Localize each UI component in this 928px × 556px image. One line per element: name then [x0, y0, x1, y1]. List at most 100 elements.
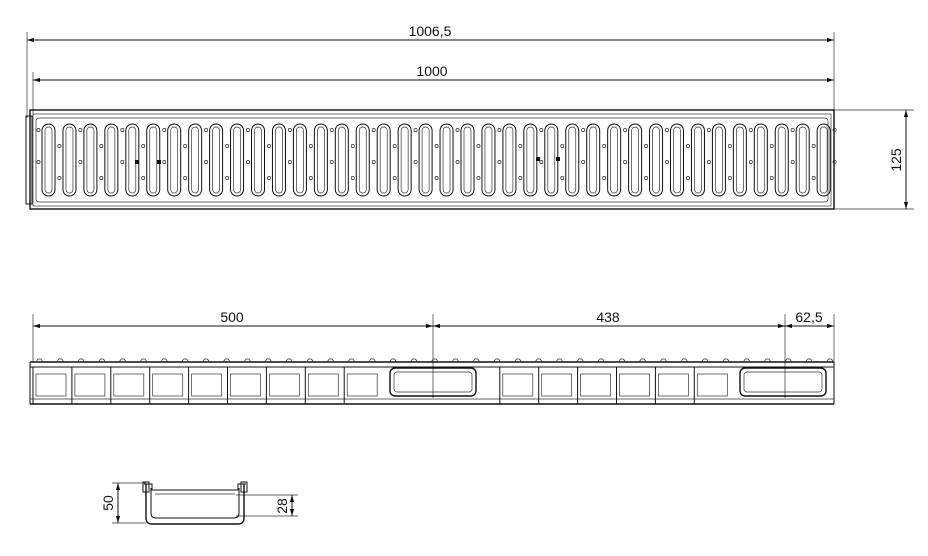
grate-slot	[649, 123, 664, 197]
grate-slot	[209, 123, 224, 197]
grate-bump	[534, 358, 543, 363]
grate-hole	[36, 160, 41, 164]
width-label: 125	[888, 148, 904, 172]
grate-bump	[618, 358, 626, 363]
grate-hole	[623, 160, 628, 164]
grate-slot	[774, 123, 789, 197]
grate-hole	[518, 176, 523, 180]
grate-slot	[460, 123, 475, 197]
grate-hole	[120, 128, 125, 132]
grate-slot	[104, 123, 119, 197]
grate-hole	[99, 144, 104, 148]
grate-hole	[706, 160, 711, 164]
grate-hole	[162, 160, 167, 164]
grate-hole	[518, 144, 523, 148]
grate-slot-inner	[631, 126, 639, 194]
grate-hole	[57, 176, 62, 180]
channel-body	[29, 361, 835, 405]
dimension-section-height: 50	[100, 482, 146, 524]
grate-slot	[230, 123, 245, 197]
grate-slot	[586, 123, 601, 197]
grate-outline	[25, 109, 835, 210]
grate-hole	[686, 176, 690, 180]
channel-cell	[191, 373, 222, 397]
grate-slot	[670, 123, 684, 197]
grate-hole	[350, 176, 355, 180]
grate-bump	[472, 358, 481, 363]
grate-bump	[202, 358, 210, 363]
grate-slot	[41, 123, 56, 197]
grate-slot-inner	[337, 126, 346, 194]
grate-bump	[826, 358, 834, 363]
grate-slot-inner	[694, 126, 702, 194]
grate-slot-inner	[819, 126, 828, 194]
grate-slot	[334, 123, 349, 197]
grate-hole	[392, 144, 397, 148]
grate-slot	[732, 123, 747, 197]
segment-right-label: 62,5	[795, 309, 822, 325]
grate-slot-inner	[107, 126, 116, 194]
grate-bump	[264, 358, 273, 363]
grate-bump	[243, 358, 252, 363]
grate-bump	[139, 358, 148, 363]
grate-slot	[292, 123, 307, 197]
overall-length-label: 1006,5	[409, 23, 452, 39]
grate-hole	[476, 144, 481, 148]
grate-slot	[753, 123, 768, 197]
grate-hole	[371, 128, 376, 132]
grate-bump	[118, 358, 127, 363]
grate-hole	[832, 160, 837, 164]
channel-cells	[32, 367, 728, 404]
grate-holes	[36, 128, 837, 180]
grate-slot	[523, 123, 538, 197]
grate-bump	[722, 358, 730, 363]
grate-bump	[784, 358, 793, 363]
grate-slot	[313, 123, 328, 197]
grate-hole	[727, 144, 732, 148]
channel-cell	[113, 373, 145, 397]
grate-hole	[476, 176, 481, 180]
channel-cell	[658, 373, 689, 397]
grate-slot	[167, 123, 182, 197]
grate-slot	[628, 123, 643, 197]
grate-hole	[413, 160, 418, 164]
grate-slot	[83, 123, 98, 197]
grate-slot	[795, 123, 810, 197]
grate-bump	[98, 358, 106, 363]
grate-slot	[62, 123, 77, 197]
grate-slot-inner	[149, 126, 158, 194]
grate-hole	[665, 160, 669, 164]
grate-bump	[763, 358, 772, 363]
grate-bump	[514, 358, 522, 363]
grate-slot-inner	[128, 126, 137, 194]
grate-slot	[816, 123, 831, 197]
grate-hole	[36, 128, 41, 132]
grate-slot-inner	[777, 126, 786, 194]
top-view: 1006,5 1000 125	[25, 23, 914, 210]
grate-hole	[769, 144, 774, 148]
section-height-label: 50	[100, 495, 116, 511]
grate-bump	[493, 358, 501, 363]
grate-bump	[368, 358, 377, 363]
channel-cell	[74, 373, 106, 397]
grate-slot-inner	[379, 126, 388, 194]
grate-slot-inner	[715, 126, 723, 194]
channel-cell	[502, 373, 534, 397]
grate-hole	[141, 176, 146, 180]
grate-slot-inner	[296, 126, 304, 194]
grate-slot-inner	[610, 126, 619, 194]
channel-profile	[142, 481, 248, 525]
grate-hole	[748, 160, 753, 164]
grate-hole	[455, 160, 460, 164]
grate-bump	[35, 358, 44, 363]
channel-cell	[230, 373, 261, 397]
inner-depth-label: 28	[274, 498, 290, 514]
grate-slot-inner	[442, 126, 451, 194]
grate-slot-inner	[735, 126, 744, 194]
grate-hole	[246, 160, 250, 164]
dimension-segments: 500 438 62,5	[32, 309, 835, 398]
grate-hole	[99, 176, 104, 180]
grate-slot-inner	[505, 126, 514, 194]
grate-hole	[141, 144, 146, 148]
grate-slot	[607, 123, 622, 197]
